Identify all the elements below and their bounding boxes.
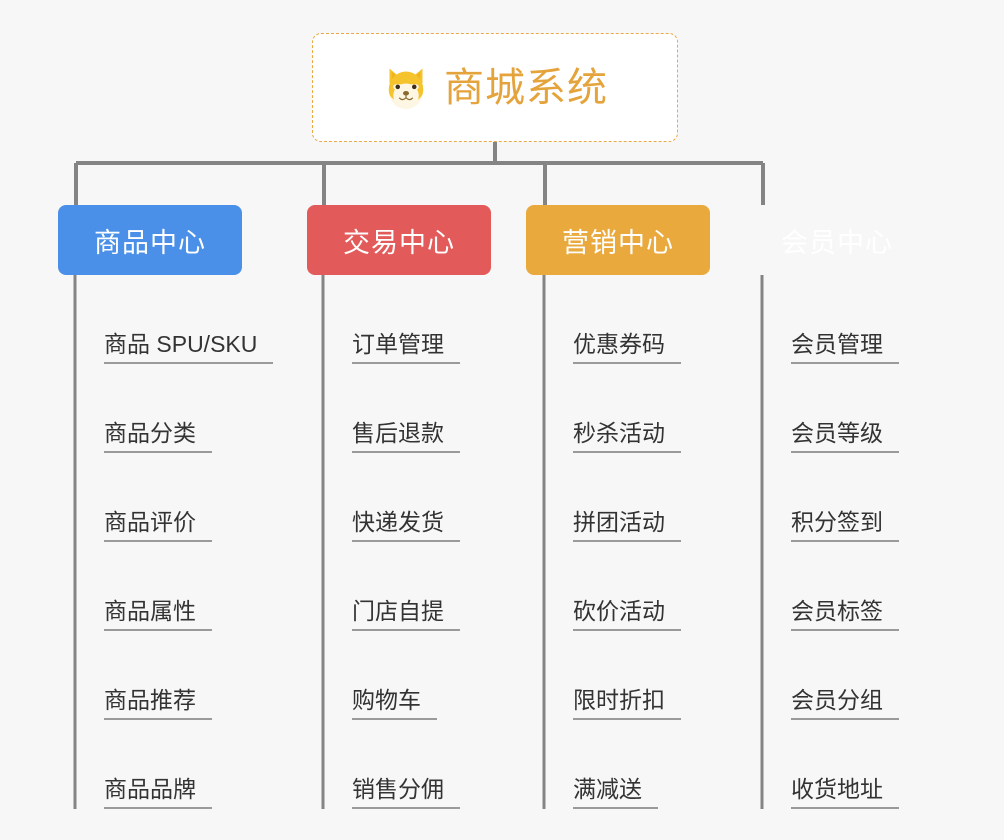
leaf-item[interactable]: 商品品牌 (74, 720, 273, 809)
leaf-item-label: 快递发货 (352, 509, 460, 542)
leaf-item-label: 积分签到 (791, 509, 899, 542)
category-label: 交易中心 (343, 227, 455, 258)
leaf-item-label: 会员标签 (791, 598, 899, 631)
leaf-item[interactable]: 收货地址 (761, 720, 899, 809)
leaf-item[interactable]: 秒杀活动 (543, 364, 681, 453)
category-label: 商品中心 (94, 227, 206, 258)
leaf-item[interactable]: 会员管理 (761, 275, 899, 364)
leaf-item[interactable]: 购物车 (322, 631, 460, 720)
leaf-item[interactable]: 商品评价 (74, 453, 273, 542)
leaf-item-label: 优惠券码 (573, 331, 681, 364)
category-box-1[interactable]: 商品中心 (58, 205, 242, 275)
leaf-item[interactable]: 优惠券码 (543, 275, 681, 364)
leaf-column-2: 订单管理售后退款快递发货门店自提购物车销售分佣 (322, 275, 460, 809)
leaf-item-label: 商品品牌 (104, 776, 212, 809)
root-title: 商城系统 (444, 65, 608, 110)
category-box-4[interactable]: 会员中心 (745, 205, 929, 275)
category-box-2[interactable]: 交易中心 (307, 205, 491, 275)
leaf-item[interactable]: 积分签到 (761, 453, 899, 542)
leaf-item[interactable]: 售后退款 (322, 364, 460, 453)
leaf-item-label: 门店自提 (352, 598, 460, 631)
leaf-item-label: 拼团活动 (573, 509, 681, 542)
leaf-column-4: 会员管理会员等级积分签到会员标签会员分组收货地址 (761, 275, 899, 809)
leaf-item-label: 商品评价 (104, 509, 212, 542)
leaf-item[interactable]: 会员标签 (761, 542, 899, 631)
leaf-item-label: 会员分组 (791, 687, 899, 720)
leaf-item-label: 限时折扣 (573, 687, 681, 720)
leaf-item-label: 满减送 (573, 776, 658, 809)
leaf-item-label: 商品 SPU/SKU (104, 331, 274, 364)
leaf-item[interactable]: 满减送 (543, 720, 681, 809)
leaf-item[interactable]: 订单管理 (322, 275, 460, 364)
shiba-dog-face-icon (388, 68, 424, 109)
leaf-item-label: 会员等级 (791, 420, 899, 453)
leaf-item[interactable]: 销售分佣 (322, 720, 460, 809)
leaf-item[interactable]: 会员分组 (761, 631, 899, 720)
leaf-item-label: 砍价活动 (573, 598, 681, 631)
leaf-item[interactable]: 商品属性 (74, 542, 273, 631)
leaf-item-label: 购物车 (352, 687, 437, 720)
leaf-item-label: 商品分类 (104, 420, 212, 453)
leaf-item-label: 秒杀活动 (573, 420, 681, 453)
leaf-item[interactable]: 砍价活动 (543, 542, 681, 631)
leaf-item[interactable]: 拼团活动 (543, 453, 681, 542)
leaf-item-label: 销售分佣 (352, 776, 460, 809)
leaf-item[interactable]: 商品分类 (74, 364, 273, 453)
category-label: 会员中心 (781, 227, 893, 258)
leaf-item[interactable]: 限时折扣 (543, 631, 681, 720)
root-node[interactable]: 商城系统 (312, 33, 678, 142)
leaf-item[interactable]: 会员等级 (761, 364, 899, 453)
leaf-item-label: 商品属性 (104, 598, 212, 631)
leaf-item[interactable]: 商品 SPU/SKU (74, 275, 274, 364)
leaf-column-3: 优惠券码秒杀活动拼团活动砍价活动限时折扣满减送 (543, 275, 681, 809)
leaf-item-label: 订单管理 (352, 331, 460, 364)
category-label: 营销中心 (562, 227, 674, 258)
leaf-item-label: 售后退款 (352, 420, 460, 453)
leaf-item-label: 会员管理 (791, 331, 899, 364)
leaf-item[interactable]: 门店自提 (322, 542, 460, 631)
leaf-item-label: 商品推荐 (104, 687, 212, 720)
leaf-item[interactable]: 快递发货 (322, 453, 460, 542)
category-box-3[interactable]: 营销中心 (526, 205, 710, 275)
leaf-item[interactable]: 商品推荐 (74, 631, 273, 720)
leaf-column-1: 商品 SPU/SKU 商品分类商品评价商品属性商品推荐商品品牌 (74, 275, 274, 809)
leaf-item-label: 收货地址 (791, 776, 899, 809)
